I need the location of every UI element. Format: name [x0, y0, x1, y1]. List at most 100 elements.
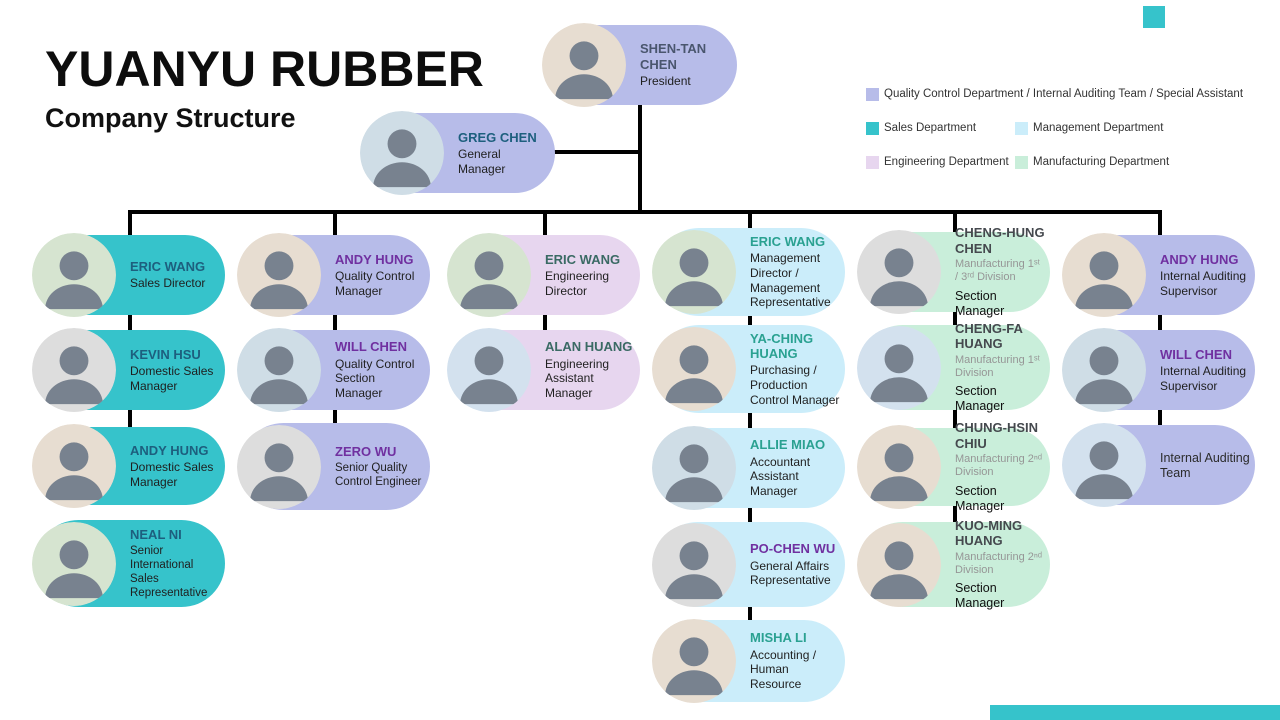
person-division: Manufacturing 1ˢᵗ / 3ʳᵈ Division	[955, 258, 1041, 284]
connector-line	[953, 506, 957, 522]
connector-line	[1158, 410, 1162, 425]
avatar-photo	[652, 619, 736, 703]
person-name: ALAN HUANG	[545, 339, 633, 355]
card-senior-international-sales: NEAL NI Senior International Sales Repres…	[32, 520, 225, 607]
person-name: MISHA LI	[750, 630, 807, 646]
connector-line	[128, 410, 132, 427]
person-name: WILL CHEN	[335, 339, 407, 355]
avatar-photo	[237, 233, 321, 317]
person-name: PO-CHEN WU	[750, 541, 836, 557]
avatar-photo	[857, 325, 941, 410]
avatar-photo	[447, 328, 531, 412]
person-title: Domestic Sales Manager	[130, 364, 214, 393]
avatar-photo	[1062, 328, 1146, 412]
team-label: Internal Auditing Team	[1160, 450, 1250, 480]
person-title: Senior Quality Control Engineer	[335, 462, 422, 489]
person-title: General Manager	[458, 147, 506, 176]
connector-line	[333, 315, 337, 330]
card-general-manager: GREG CHEN General Manager	[360, 111, 555, 195]
connector-general-manager	[553, 150, 640, 154]
person-title: Engineering Director	[545, 269, 610, 298]
legend-label: Management Department	[1033, 122, 1164, 134]
avatar-photo	[857, 230, 941, 314]
person-name: ANDY HUNG	[1160, 251, 1239, 267]
card-qc-manager: ANDY HUNG Quality Control Manager	[237, 233, 430, 317]
connector-line	[953, 410, 957, 428]
person-title: Accountant Assistant Manager	[750, 454, 811, 498]
person-name: GREG CHEN	[458, 129, 537, 145]
avatar-photo	[542, 23, 626, 107]
person-title: Domestic Sales Manager	[130, 460, 214, 489]
legend-label: Manufacturing Department	[1033, 156, 1170, 168]
legend-swatch-manufacturing	[1015, 156, 1028, 169]
connector-line	[953, 312, 957, 325]
person-name: YA-CHING HUANG	[750, 330, 814, 362]
person-name: CHENG-HUNG CHEN	[955, 225, 1045, 256]
card-domestic-sales-manager-1: KEVIN HSU Domestic Sales Manager	[32, 328, 225, 412]
person-name: KUO-MING HUANG	[955, 517, 1023, 549]
avatar-photo	[447, 233, 531, 317]
person-name: WILL CHEN	[1160, 346, 1232, 362]
avatar-photo	[652, 230, 736, 314]
legend-label: Sales Department	[884, 122, 977, 134]
connector-line	[748, 214, 752, 228]
person-title: Sales Director	[130, 276, 206, 291]
person-role: Section Manager	[955, 384, 1005, 414]
connector-line	[748, 316, 752, 325]
person-name: KEVIN HSU	[130, 346, 201, 362]
legend-swatch-sales	[866, 122, 879, 135]
connector-line	[748, 413, 752, 428]
legend-label: Quality Control Department / Internal Au…	[884, 88, 1244, 100]
person-name: ZERO WU	[335, 443, 397, 459]
person-name: CHENG-FA HUANG	[955, 320, 1023, 352]
connector-line	[1158, 315, 1162, 330]
connector-president-stem	[638, 103, 642, 212]
avatar-photo	[1062, 423, 1146, 507]
avatar-photo	[652, 522, 736, 607]
card-engineering-director: ERIC WANG Engineering Director	[447, 233, 640, 317]
avatar-photo	[857, 522, 941, 607]
person-name: ANDY HUNG	[130, 442, 209, 458]
avatar-photo	[857, 425, 941, 509]
person-name: ERIC WANG	[545, 251, 621, 267]
avatar-photo	[32, 424, 116, 508]
person-name: ERIC WANG	[130, 259, 206, 275]
legend-swatch-management	[1015, 122, 1028, 135]
connector-line	[953, 214, 957, 232]
card-domestic-sales-manager-2: ANDY HUNG Domestic Sales Manager	[32, 424, 225, 508]
connector-line	[333, 214, 337, 235]
person-title: President	[640, 74, 691, 89]
avatar-photo	[237, 328, 321, 412]
connector-line	[543, 315, 547, 330]
person-title: General Affairs Representative	[750, 558, 831, 588]
card-internal-auditing-team: Internal Auditing Team	[1062, 423, 1255, 507]
person-division: Manufacturing 1ˢᵗ Division	[955, 353, 1041, 379]
corner-accent-square	[1143, 6, 1165, 28]
person-title: Internal Auditing Supervisor	[1160, 269, 1247, 298]
person-name: ANDY HUNG	[335, 251, 414, 267]
person-role: Section Manager	[955, 581, 1005, 611]
connector-line	[1158, 214, 1162, 235]
person-role: Section Manager	[955, 288, 1005, 318]
person-name: NEAL NI	[130, 526, 182, 542]
person-title: Senior International Sales Representativ…	[130, 545, 208, 600]
person-name: CHUNG-HSIN CHIU	[955, 420, 1039, 451]
connector-line	[748, 607, 752, 620]
connector-line	[128, 214, 132, 235]
connector-line	[748, 508, 752, 522]
person-title: Management Director / Management Represe…	[750, 251, 831, 310]
person-division: Manufacturing 2ⁿᵈ Division	[955, 550, 1043, 576]
person-title: Quality Control Manager	[335, 269, 415, 298]
